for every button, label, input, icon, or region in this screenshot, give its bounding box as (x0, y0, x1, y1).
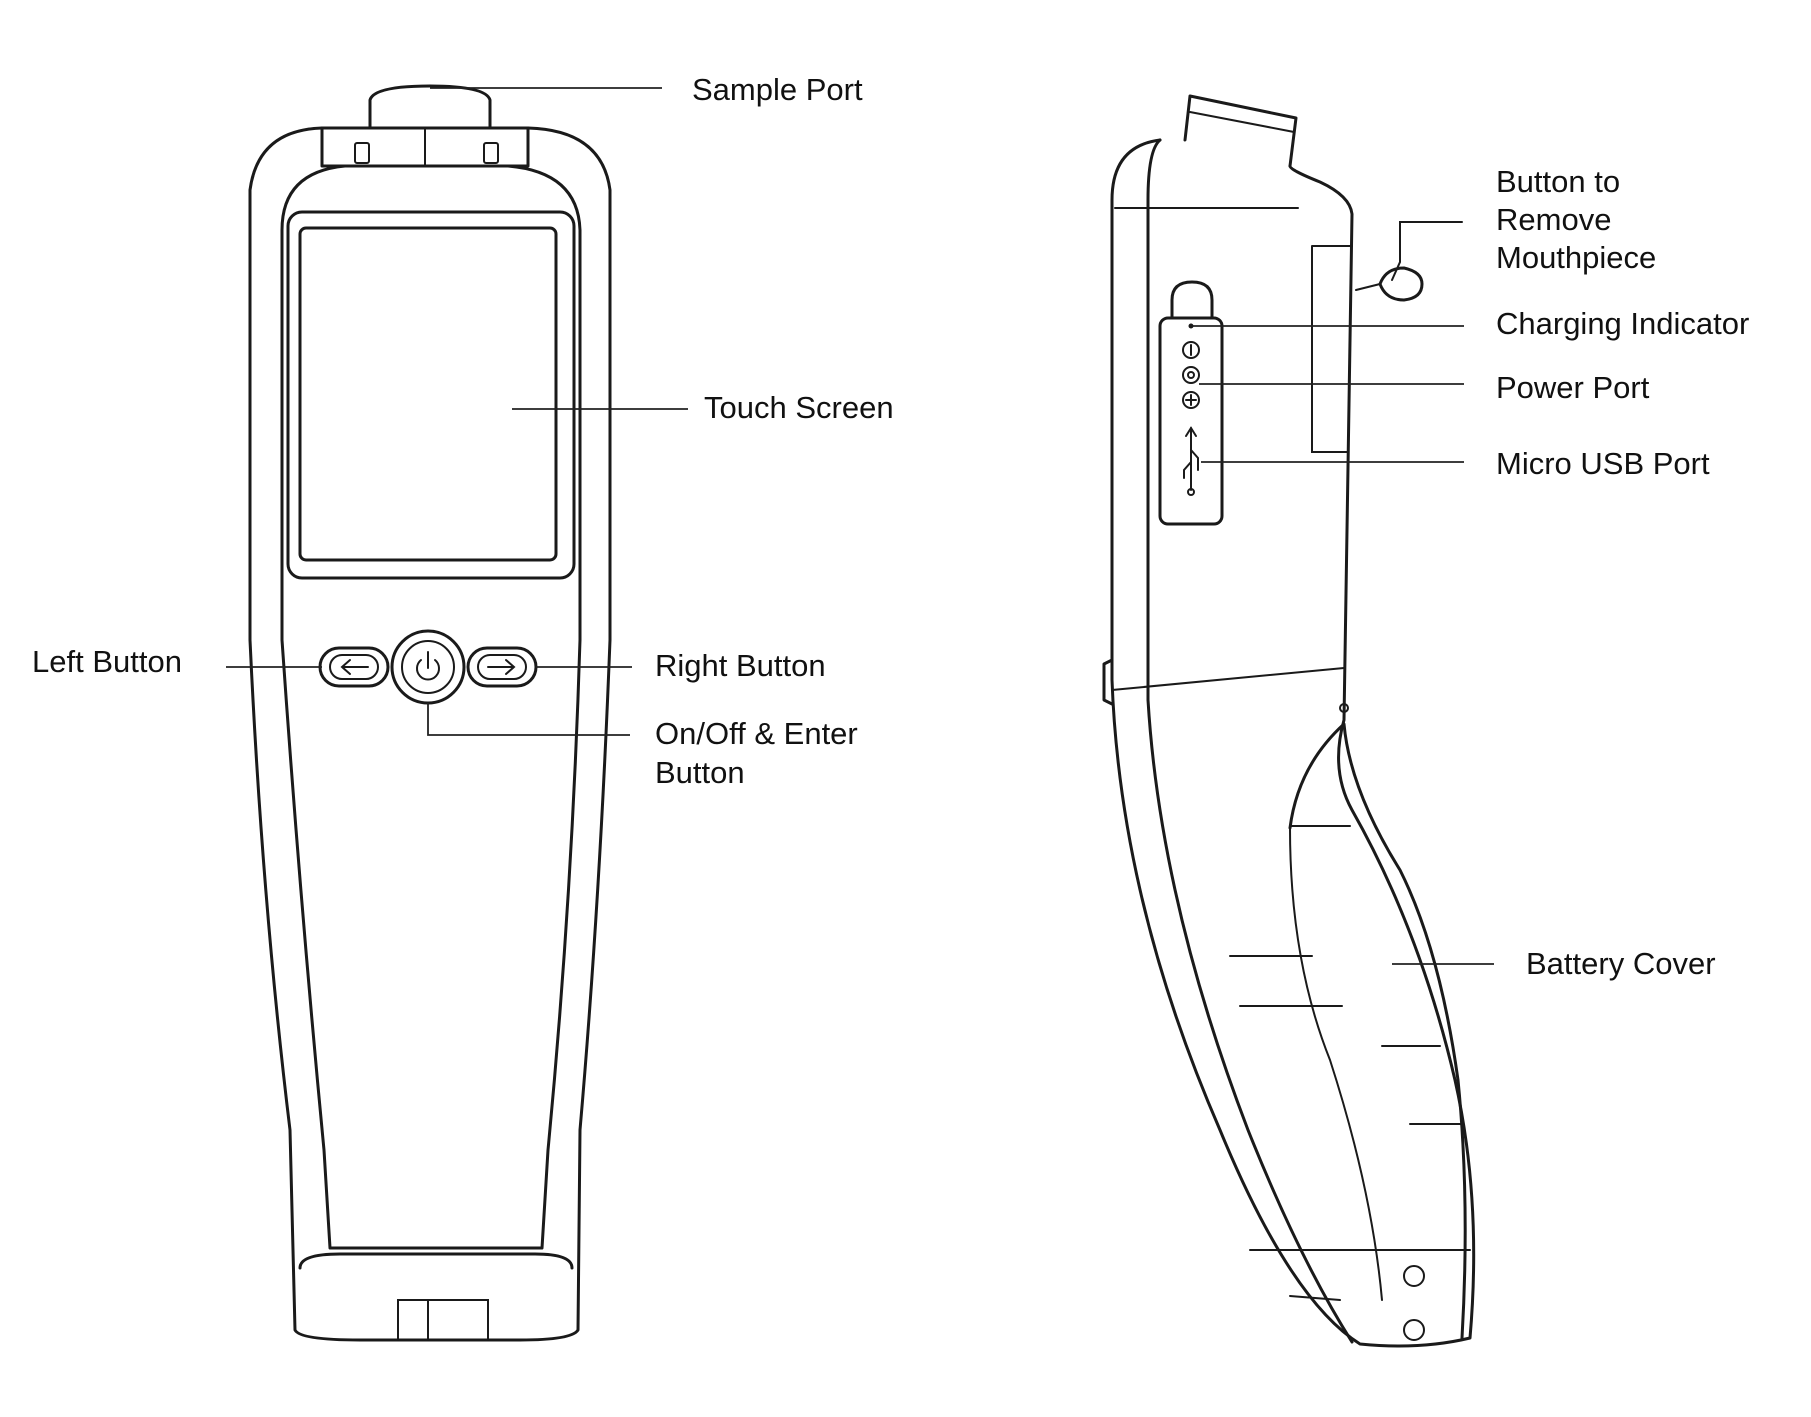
usb-icon (1183, 426, 1199, 496)
front-view (248, 84, 612, 1342)
top-bracket (320, 126, 530, 168)
battery-ribs (1229, 825, 1471, 1301)
ring-icon (1182, 366, 1200, 384)
bottom-hole-1 (1403, 1265, 1425, 1287)
side-body-inner (1146, 138, 1354, 1344)
label-remove-3: Mouthpiece (1496, 240, 1656, 275)
label-onoff-2: Button (655, 755, 745, 790)
side-leaders (1193, 325, 1494, 965)
bottom-dock (298, 1252, 574, 1270)
polarity-symbols (1182, 341, 1200, 409)
port-cover[interactable] (1158, 316, 1224, 526)
battery-cover-edge (1289, 827, 1383, 1301)
side-body-outer (1110, 138, 1476, 1348)
bracket-slot-left (354, 142, 370, 164)
plus-icon (1182, 391, 1200, 409)
right-button[interactable] (466, 646, 538, 688)
label-charging-indicator: Charging Indicator (1496, 306, 1749, 341)
label-battery-cover: Battery Cover (1526, 946, 1716, 981)
label-touch-screen: Touch Screen (704, 390, 894, 425)
label-left-button: Left Button (32, 644, 182, 679)
right-arrow-icon (487, 659, 516, 675)
side-screw (1339, 703, 1349, 713)
charging-led (1188, 323, 1194, 329)
side-mid-seam (1111, 667, 1345, 691)
touch-screen[interactable] (298, 226, 558, 562)
label-micro-usb-port: Micro USB Port (1496, 446, 1710, 481)
mouthpiece-line (1189, 111, 1295, 133)
leader-onoff-button (427, 703, 630, 736)
power-button[interactable] (390, 629, 466, 705)
label-power-port: Power Port (1496, 370, 1650, 405)
bottom-hole-2 (1403, 1319, 1425, 1341)
label-right-button: Right Button (655, 648, 826, 683)
bottom-slot (397, 1299, 489, 1341)
side-top-plate (1311, 245, 1353, 453)
port-cover-hinge (1170, 280, 1214, 320)
power-icon (416, 651, 440, 681)
label-onoff-1: On/Off & Enter (655, 716, 858, 751)
mouthpiece-release-button[interactable] (1355, 221, 1463, 302)
sample-port-cap (368, 84, 492, 130)
screen-bezel (286, 210, 576, 580)
front-body-inner (280, 164, 582, 1250)
front-leaders (226, 87, 688, 736)
minus-icon (1182, 341, 1200, 359)
left-button[interactable] (318, 646, 390, 688)
label-sample-port: Sample Port (692, 72, 863, 107)
label-remove-2: Remove (1496, 202, 1611, 237)
bracket-slot-right (483, 142, 499, 164)
side-view (1102, 94, 1476, 1348)
label-remove-1: Button to (1496, 164, 1620, 199)
side-mouthpiece (1183, 94, 1298, 168)
side-button[interactable] (1102, 658, 1114, 706)
battery-cover[interactable] (1288, 722, 1467, 1340)
left-arrow-icon (340, 659, 369, 675)
labels: Sample Port Touch Screen Left Button Rig… (32, 72, 1749, 981)
